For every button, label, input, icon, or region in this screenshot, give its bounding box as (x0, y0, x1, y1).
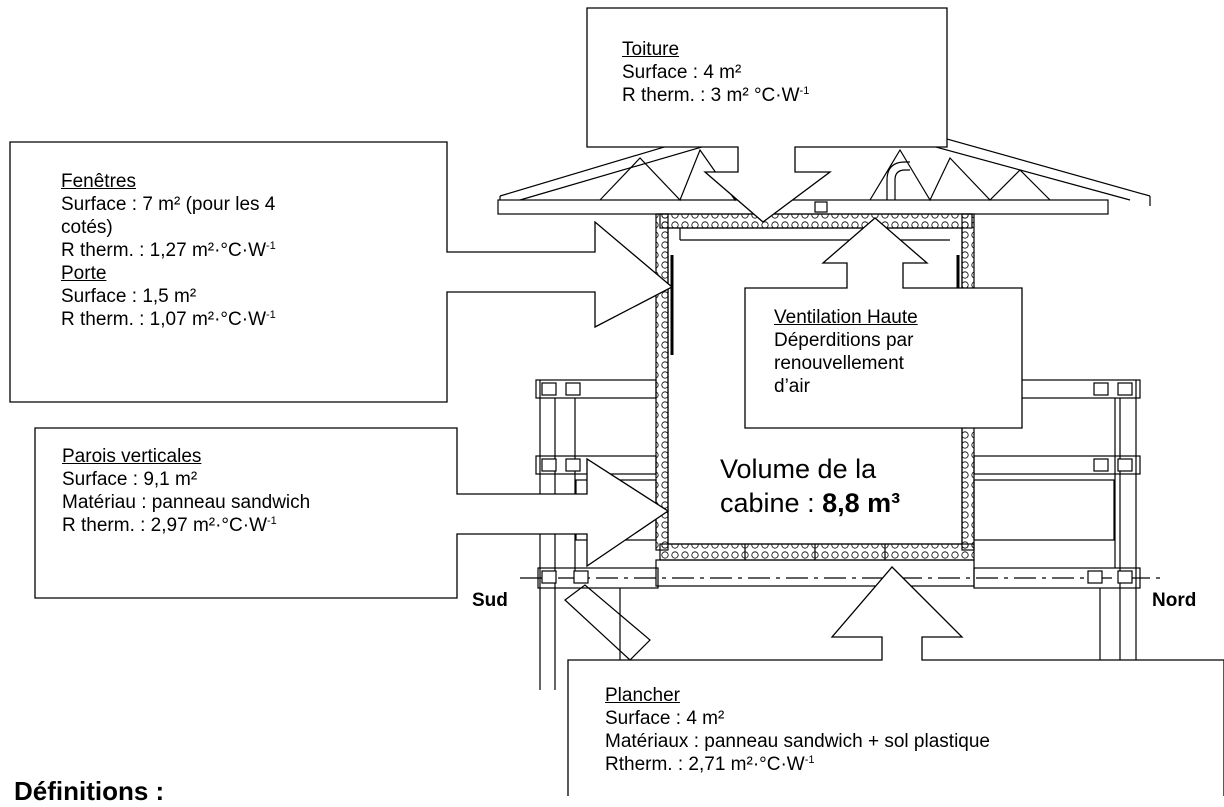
ventilation-line3: d’air (774, 376, 810, 397)
plancher-surface: Surface : 4 m² (605, 708, 725, 729)
platform-structure (520, 379, 1160, 690)
cabin-volume-label: Volume de la cabine : 8,8 m³ (720, 452, 900, 520)
porte-r-therm: R therm. : 1,07 m²·°C·W-1 (61, 309, 276, 330)
toiture-title: Toiture (622, 39, 680, 60)
fenetres-callout-shape (9, 141, 674, 403)
toiture-r-therm: R therm. : 3 m² °C·W-1 (622, 85, 810, 106)
volume-line1: Volume de la (720, 454, 877, 484)
ventilation-line1: Déperditions par (774, 330, 914, 351)
toiture-surface: Surface : 4 m² (622, 62, 742, 83)
cabin-walls (655, 201, 975, 561)
fenetres-surface-line1: Surface : 7 m² (pour les 4 (61, 194, 276, 215)
ventilation-callout: Ventilation Haute Déperditions par renou… (774, 306, 918, 398)
ventilation-line2: renouvellement (774, 353, 904, 374)
ventilation-callout-shape (744, 217, 1023, 429)
orientation-nord: Nord (1152, 590, 1197, 611)
fenetres-surface-line2: cotés) (61, 217, 113, 238)
plancher-title: Plancher (605, 685, 680, 706)
toiture-callout: Toiture Surface : 4 m² R therm. : 3 m² °… (622, 38, 809, 107)
orientation-sud: Sud (472, 590, 508, 611)
plancher-r-therm: Rtherm. : 2,71 m²·°C·W-1 (605, 754, 815, 775)
porte-surface: Surface : 1,5 m² (61, 286, 197, 307)
fenetres-title: Fenêtres (61, 171, 136, 192)
parois-r-therm: R therm. : 2,97 m²·°C·W-1 (62, 515, 277, 536)
volume-line2: cabine : 8,8 m³ (720, 488, 901, 518)
parois-callout-shape (34, 427, 670, 599)
fenetres-r-therm: R therm. : 1,27 m²·°C·W-1 (61, 240, 276, 261)
parois-surface: Surface : 9,1 m² (62, 469, 198, 490)
parois-title: Parois verticales (62, 446, 202, 467)
plancher-callout-shape (567, 566, 1224, 796)
plancher-callout: Plancher Surface : 4 m² Matériaux : pann… (605, 684, 990, 776)
porte-title: Porte (61, 263, 107, 284)
fenetres-callout: Fenêtres Surface : 7 m² (pour les 4 coté… (61, 170, 276, 331)
parois-callout: Parois verticales Surface : 9,1 m² Matér… (62, 445, 310, 537)
ventilation-title: Ventilation Haute (774, 307, 918, 328)
toiture-callout-shape (586, 7, 948, 223)
callout-boxes (9, 7, 1224, 796)
parois-materiau: Matériau : panneau sandwich (62, 492, 311, 513)
volume-value: 8,8 m³ (822, 488, 901, 518)
plancher-materiaux: Matériaux : panneau sandwich + sol plast… (605, 731, 990, 752)
definitions-heading: Définitions : (14, 776, 165, 806)
